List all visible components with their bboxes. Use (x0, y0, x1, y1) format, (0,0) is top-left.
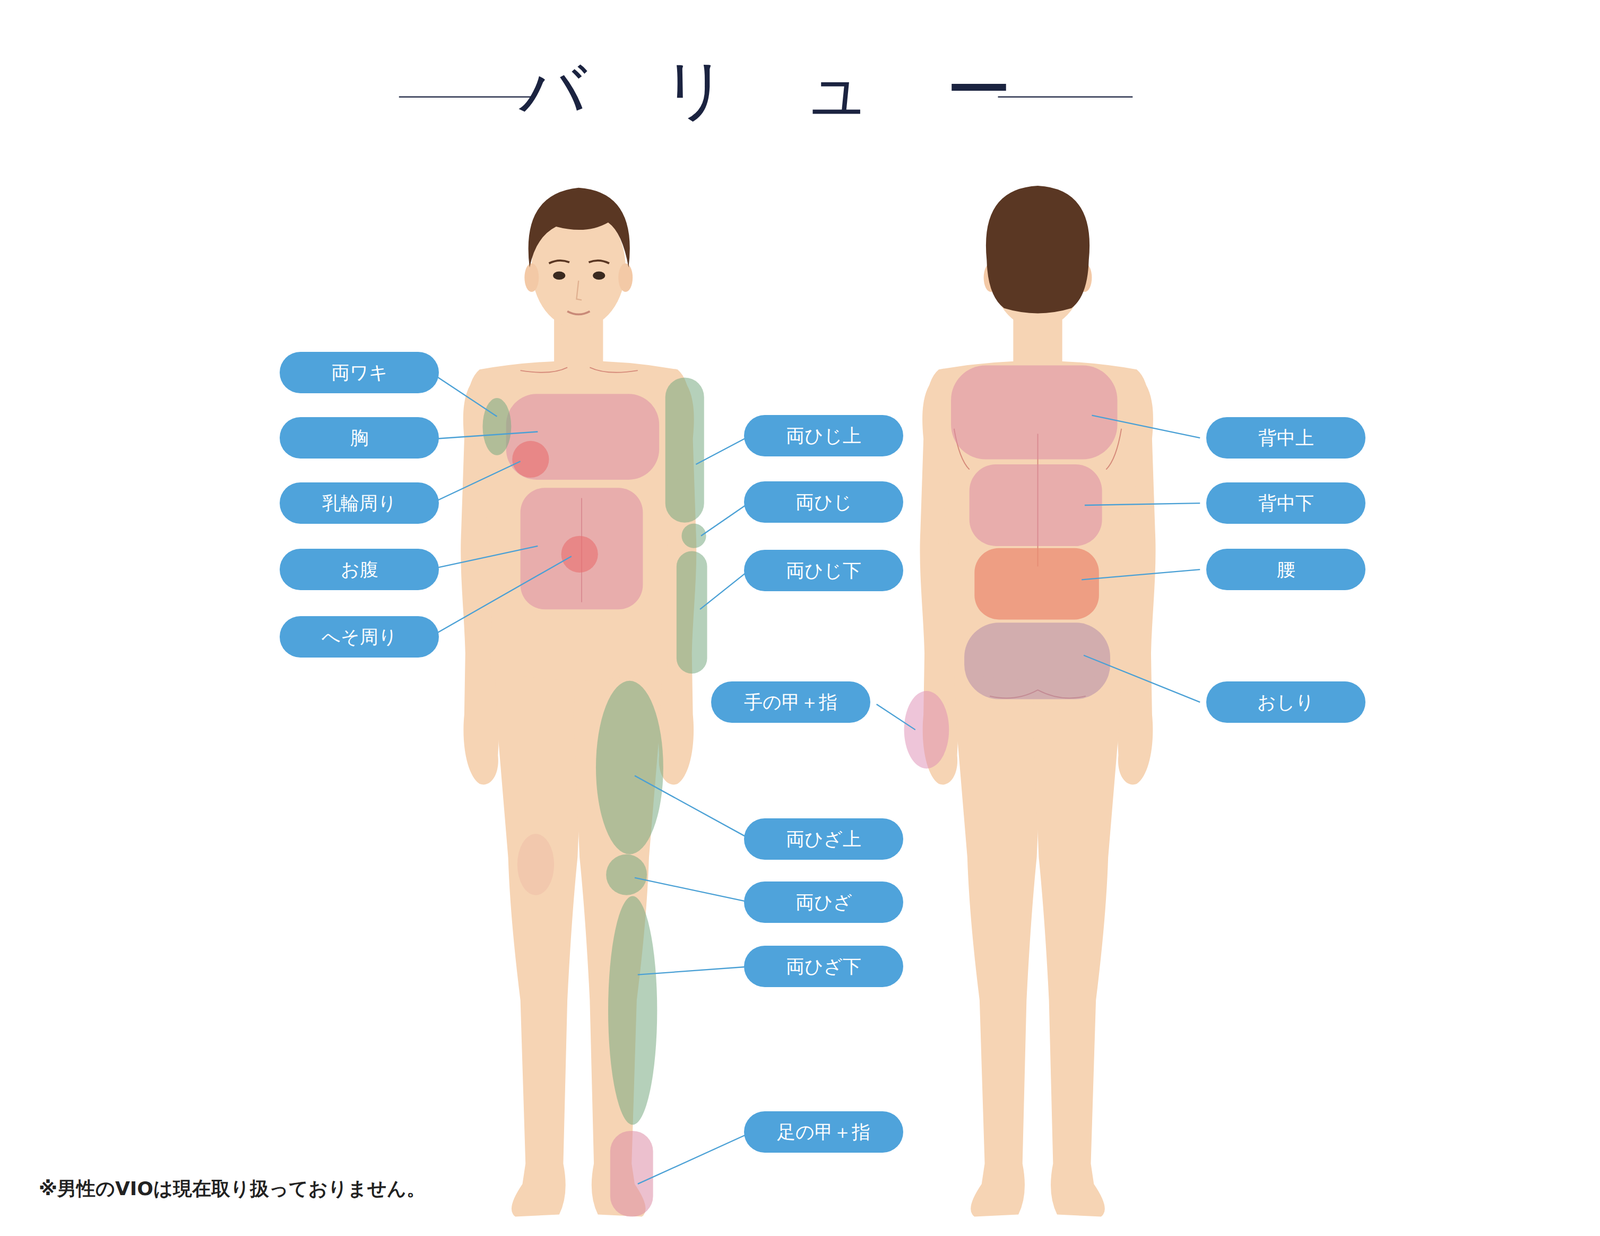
label-pill: 腰 (1206, 548, 1366, 591)
pill-text: 両ひざ下 (785, 954, 862, 980)
pill-text: お腹 (340, 557, 379, 583)
pill-text: 両ひじ上 (785, 423, 862, 449)
pill-text: 両ワキ (331, 360, 388, 386)
pill-text: 両ひざ (795, 889, 853, 915)
pill-text: 背中上 (1258, 425, 1314, 451)
label-pill: 両ひじ上 (744, 414, 904, 457)
label-pill: 背中下 (1206, 482, 1366, 524)
label-pill: 両ひざ (744, 881, 904, 923)
pill-text: 足の甲＋指 (776, 1119, 871, 1145)
pill-text: 腰 (1276, 557, 1296, 583)
label-pill: おしり (1206, 681, 1366, 723)
label-pill: 胸 (279, 417, 439, 459)
pill-text: おしり (1257, 689, 1315, 715)
pill-text: へそ周り (321, 624, 398, 650)
pill-text: 背中下 (1258, 490, 1314, 516)
label-pill: お腹 (279, 548, 439, 591)
label-pill: へそ周り (279, 616, 439, 658)
label-pill: 足の甲＋指 (744, 1111, 904, 1153)
label-pill: 両ワキ (279, 351, 439, 394)
footnote: ※男性のVIOは現在取り扱っておりません。 (38, 1175, 426, 1202)
label-pill: 両ひじ下 (744, 549, 904, 592)
label-pill: 背中上 (1206, 417, 1366, 459)
label-pill: 両ひざ上 (744, 818, 904, 860)
pill-text: 両ひざ上 (785, 826, 862, 852)
label-pill: 手の甲＋指 (711, 681, 871, 723)
label-pill: 両ひじ (744, 481, 904, 523)
pill-text: 胸 (350, 425, 369, 451)
pill-text: 両ひじ下 (785, 558, 862, 584)
label-pill: 乳輪周り (279, 482, 439, 524)
pill-text: 両ひじ (795, 489, 853, 515)
pill-text: 乳輪周り (322, 490, 397, 516)
pill-text: 手の甲＋指 (744, 689, 838, 715)
label-pill: 両ひざ下 (744, 945, 904, 988)
title-text: バリュー (444, 57, 1087, 124)
